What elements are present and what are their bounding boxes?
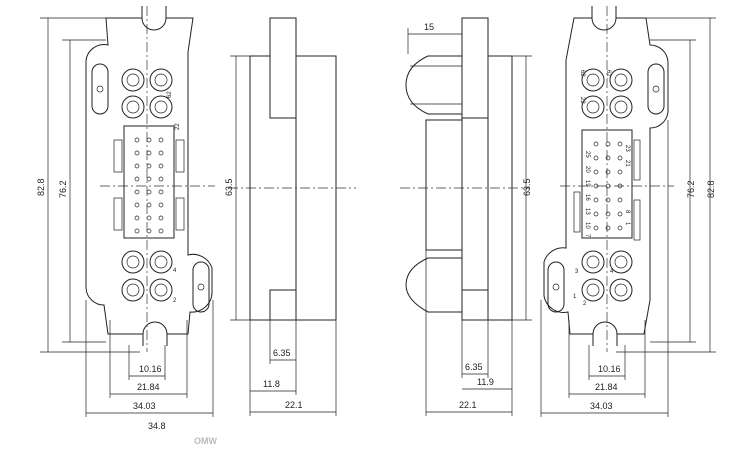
pin-label: 62 (605, 70, 611, 77)
dim-width-34-03-right: 34.03 (590, 401, 613, 411)
signal-pin-array-left (134, 137, 164, 234)
pin-label: 13 (584, 208, 590, 215)
pin-label: 2 (173, 298, 177, 304)
signal-pin (134, 150, 140, 156)
dim-22-1-left: 22.1 (285, 400, 303, 410)
signal-pin (593, 141, 599, 147)
dim-11-8-left: 11.8 (263, 379, 280, 389)
pin-label: 23 (624, 145, 630, 152)
pin-label: 22 (579, 97, 585, 104)
signal-pin (158, 137, 164, 143)
dim-height-holes-right: 76.2 (686, 180, 696, 198)
signal-pin (134, 189, 140, 195)
signal-pin (617, 155, 623, 161)
signal-pin (605, 141, 611, 147)
pin-label: 1 (624, 222, 630, 226)
signal-pin (605, 197, 611, 203)
front-view-right: 62 62 22 25 20 19 16 13 10 7 8 1 23 21 3… (540, 6, 716, 417)
signal-pin (134, 202, 140, 208)
pin-label: 19 (584, 180, 590, 187)
signal-pin (134, 176, 140, 182)
footer-watermark-text: OMW (194, 436, 217, 446)
signal-pin (158, 176, 164, 182)
signal-pin (593, 211, 599, 217)
signal-pin (158, 215, 164, 221)
signal-pin (605, 225, 611, 231)
pin-label: 1 (573, 294, 577, 300)
signal-pin (158, 163, 164, 169)
pin-label: 16 (584, 194, 590, 201)
pin-label: 10 (584, 222, 590, 229)
pin-label: 8 (624, 210, 630, 214)
dim-width-34-03: 34.03 (133, 401, 156, 411)
pin-label: 25 (584, 151, 590, 158)
pin-label: 4 (173, 268, 177, 274)
pin-label: 21 (624, 160, 630, 167)
signal-pin (605, 155, 611, 161)
signal-pin (146, 163, 152, 169)
dim-height-side-right: 63.5 (522, 178, 532, 196)
dim-height-holes: 76.2 (58, 180, 68, 198)
signal-pin (158, 189, 164, 195)
side-view-right: 15 63.5 6.35 11.9 22.1 (400, 17, 532, 416)
pin-label: 2 (583, 301, 587, 307)
signal-pin (593, 197, 599, 203)
dim-11-9-right: 11.9 (477, 377, 494, 387)
signal-pin (617, 225, 623, 231)
signal-pin (158, 202, 164, 208)
signal-pin (617, 211, 623, 217)
signal-pin (617, 197, 623, 203)
dim-22-1-right: 22.1 (459, 400, 477, 410)
pin-label: 62 (579, 70, 585, 77)
pin-label: 4 (610, 269, 614, 275)
front-view-left: 62 22 4 2 82.8 76.2 10.16 21.84 34.03 34… (36, 6, 217, 446)
dim-height-overall: 82.8 (36, 178, 46, 196)
pin-label: 22 (175, 123, 181, 130)
dim-width-10-16: 10.16 (139, 364, 162, 374)
signal-pin (617, 141, 623, 147)
pin-label: 3 (575, 269, 579, 275)
dim-height-overall-right: 82.8 (706, 180, 716, 198)
signal-pin (593, 169, 599, 175)
signal-pin (605, 211, 611, 217)
signal-pin (158, 228, 164, 234)
signal-pin (134, 137, 140, 143)
pin-label: 7 (584, 234, 590, 238)
dim-width-21-84-right: 21.84 (595, 382, 618, 392)
dim-width-21-84: 21.84 (137, 382, 160, 392)
dim-top-15: 15 (424, 22, 434, 32)
signal-pin (146, 176, 152, 182)
dim-6-35-right: 6.35 (465, 362, 483, 372)
signal-pin (605, 169, 611, 175)
signal-pin (617, 169, 623, 175)
signal-pin (134, 215, 140, 221)
pin-label: 62 (167, 91, 173, 98)
dim-height-side-left: 63.5 (224, 178, 234, 196)
signal-pin (134, 163, 140, 169)
side-view-left: 63.5 6.35 11.8 22.1 (224, 17, 356, 416)
dim-width-34-8: 34.8 (148, 421, 166, 431)
dim-6-35-left: 6.35 (273, 348, 291, 358)
dim-width-10-16-right: 10.16 (598, 364, 621, 374)
signal-pin (158, 150, 164, 156)
signal-pin (593, 225, 599, 231)
signal-pin (593, 155, 599, 161)
signal-pin (134, 228, 140, 234)
pin-label: 20 (584, 166, 590, 173)
